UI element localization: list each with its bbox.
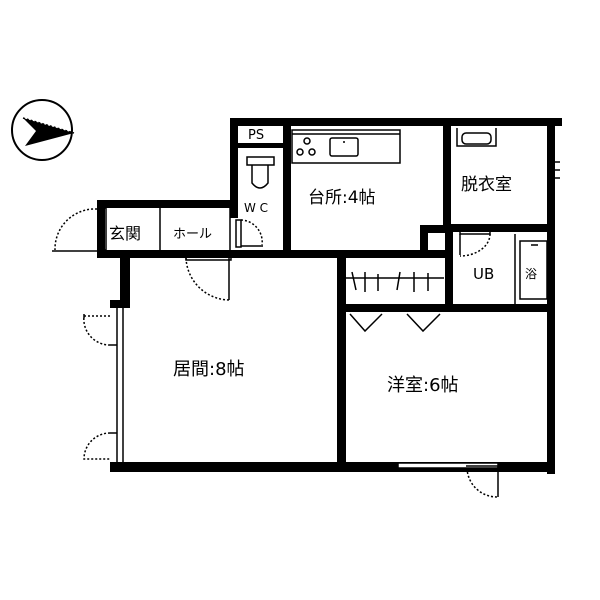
changing-room-label: 脱衣室: [461, 175, 512, 195]
changing-window: [555, 161, 560, 179]
wc-door: [235, 219, 263, 248]
living-room-label: 居間:8帖: [173, 359, 245, 380]
entrance-door[interactable]: [52, 207, 231, 252]
hall-label: ホール: [173, 227, 212, 242]
wc-label: W C: [244, 201, 268, 215]
western-room-label: 洋室:6帖: [387, 375, 459, 396]
bathtub-icon: [514, 234, 548, 304]
ub-door[interactable]: [459, 229, 491, 257]
compass-icon: [11, 99, 75, 161]
unit-bath-label: UB: [473, 265, 494, 283]
entrance-label: 玄関: [109, 224, 141, 243]
tub-label: 浴: [525, 267, 537, 281]
washbasin-icon: [456, 128, 497, 147]
living-door[interactable]: [185, 255, 232, 301]
kitchen-label: 台所:4帖: [308, 188, 376, 208]
ps-label: PS: [248, 128, 264, 143]
living-window-left: [83, 308, 124, 462]
closet: [346, 271, 444, 333]
living-western-partition: [337, 318, 343, 415]
walls: [97, 118, 562, 474]
kitchen-counter: [291, 129, 401, 164]
western-bottom-opening[interactable]: [397, 462, 499, 498]
toilet-icon: [246, 156, 275, 189]
